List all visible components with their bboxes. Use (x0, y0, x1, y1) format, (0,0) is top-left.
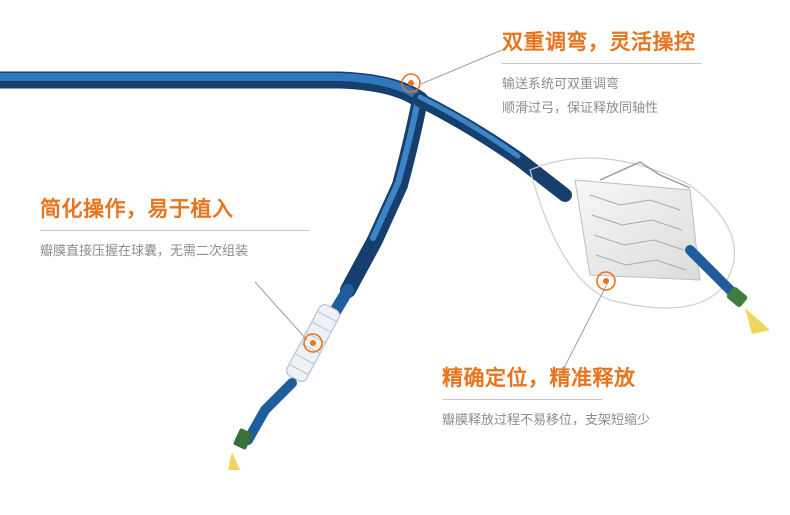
callout-title: 双重调弯，灵活操控 (502, 30, 696, 54)
marker-1 (401, 73, 421, 93)
nose-band (726, 287, 748, 307)
callout-divider (40, 230, 310, 231)
callout-dual-bend: 双重调弯，灵活操控 输送系统可双重调弯 顺滑过弓，保证释放同轴性 (502, 26, 702, 121)
leader-line-1 (420, 49, 503, 85)
catheter-main-shaft (0, 71, 429, 109)
callout-line: 输送系统可双重调弯 (502, 77, 620, 92)
callout-title: 简化操作，易于植入 (40, 197, 234, 221)
leader-line-3 (562, 281, 609, 371)
callout-divider (502, 63, 702, 64)
leader-line-2 (254, 281, 308, 341)
callout-simplified-operation: 简化操作，易于植入 瓣膜直接压握在球囊，无需二次组装 (40, 193, 310, 264)
nose-tip (745, 308, 770, 334)
callout-divider (442, 399, 602, 400)
callout-line: 顺滑过弓，保证释放同轴性 (502, 101, 659, 116)
callout-line: 瓣膜直接压握在球囊，无需二次组装 (40, 244, 249, 259)
callout-title: 精确定位，精准释放 (442, 366, 636, 390)
balloon-outline (529, 157, 736, 309)
yellow-tip (228, 452, 240, 470)
marker-2 (303, 333, 323, 353)
lower-shaft (243, 378, 297, 445)
tip-band (233, 428, 253, 450)
callout-precise-positioning: 精确定位，精准释放 瓣膜释放过程不易移位，支架短缩少 (442, 362, 650, 433)
nose-shaft (685, 245, 740, 300)
callout-line: 瓣膜释放过程不易移位，支架短缩少 (442, 413, 651, 428)
valve-stent (574, 161, 701, 281)
marker-3 (596, 271, 616, 291)
